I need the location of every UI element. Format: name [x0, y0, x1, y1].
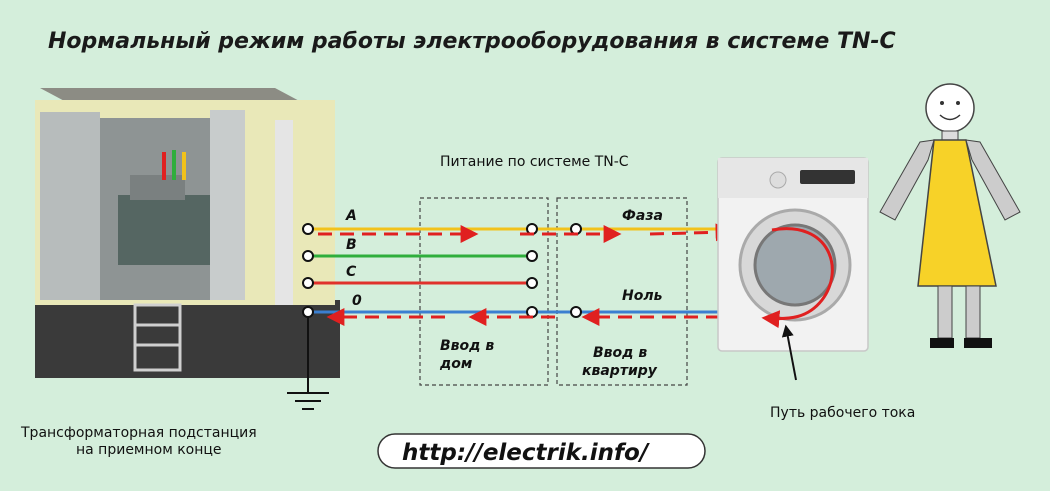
website-badge: [377, 433, 706, 469]
neutral-label: Ноль: [622, 288, 663, 304]
transformer-substation: [35, 88, 340, 378]
phase-label: Фаза: [622, 208, 663, 224]
current-flow-arrows: [318, 223, 734, 326]
label-a: A: [345, 208, 357, 224]
substation-caption-line1: Трансформаторная подстанция: [20, 425, 257, 441]
label-c: C: [346, 264, 357, 280]
label-b: B: [346, 237, 357, 253]
house-entry-line1: Ввод в: [440, 338, 494, 354]
washing-machine: [717, 157, 869, 352]
label-zero: 0: [352, 293, 362, 309]
supply-caption: Питание по системе TN-C: [440, 154, 629, 170]
current-path-pointer: [781, 324, 797, 381]
website-link[interactable]: http://electrik.info/: [402, 440, 650, 466]
house-entry-box: [419, 197, 549, 386]
substation-caption-line2: на приемном конце: [76, 442, 222, 458]
house-entry-line2: дом: [439, 356, 472, 372]
current-path-label: Путь рабочего тока: [770, 405, 915, 421]
person-figure: [879, 83, 1021, 348]
apartment-entry-line1: Ввод в: [593, 345, 647, 361]
ground-symbol: [287, 317, 329, 410]
apartment-entry-line2: квартиру: [582, 363, 658, 379]
apartment-entry-box: [556, 197, 688, 386]
diagram-title: Нормальный режим работы электрооборудова…: [48, 29, 896, 54]
